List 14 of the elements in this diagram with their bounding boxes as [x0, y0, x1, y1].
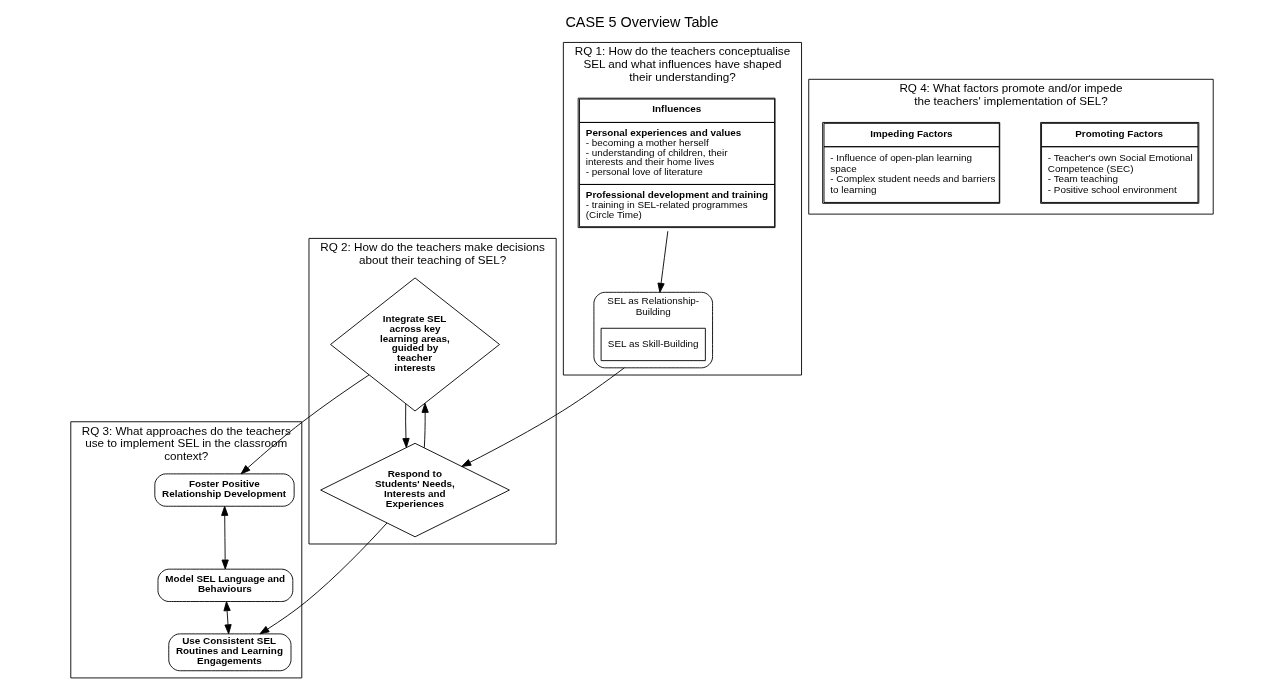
- arrow: [461, 367, 625, 467]
- arrow: [402, 403, 410, 448]
- arrow: [221, 505, 229, 570]
- arrow: [259, 522, 388, 635]
- arrow: [240, 374, 370, 475]
- node-diamond: Respond to Students' Needs, Interests and Experiences: [320, 442, 510, 538]
- arrow: [223, 601, 232, 635]
- node-box: Model SEL Language and Behaviours: [157, 568, 294, 602]
- node-box: SEL as Skill-Building: [600, 327, 706, 362]
- arrow: [657, 230, 669, 293]
- arrow: [421, 403, 429, 449]
- node-box: Use Consistent SEL Routines and Learning Engagements: [168, 633, 292, 672]
- diagram-title: CASE 5 Overview Table: [565, 13, 719, 30]
- node-box: Foster Positive Relationship Development: [154, 473, 295, 507]
